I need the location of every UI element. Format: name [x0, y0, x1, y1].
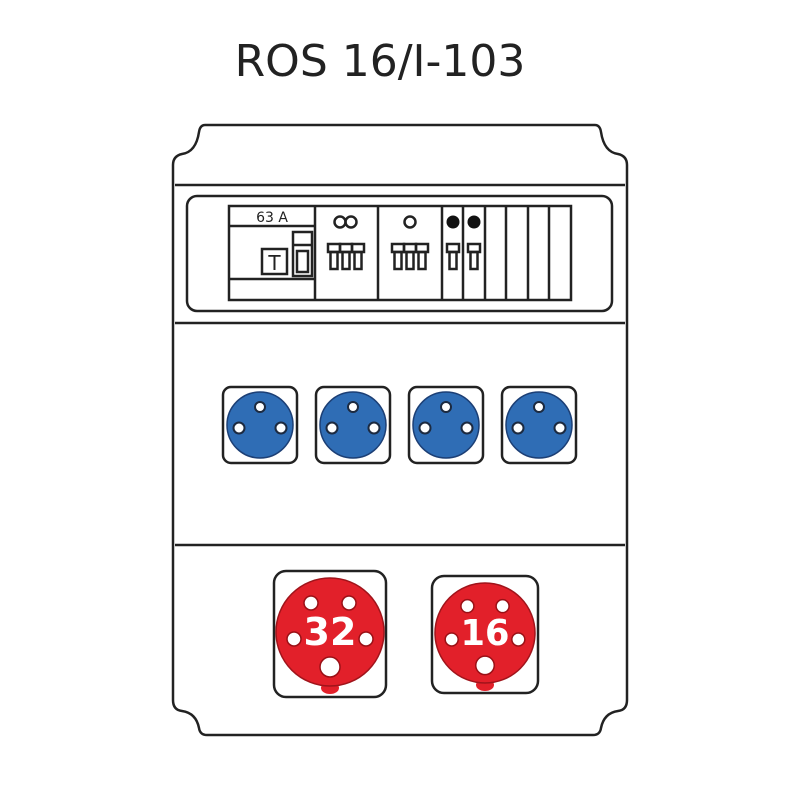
- test-button[interactable]: T: [267, 251, 281, 275]
- pin-hole-icon: [319, 656, 341, 678]
- schuko-socket[interactable]: [500, 385, 578, 465]
- earth-pin-icon: [533, 401, 545, 413]
- earth-pin-icon: [440, 401, 452, 413]
- socket-hole-icon: [274, 421, 288, 435]
- dot-symbol-icon: [467, 215, 481, 229]
- main-switch-toggle[interactable]: [295, 249, 310, 274]
- cee-rating-label: 32: [304, 610, 357, 654]
- pin-hole-icon: [444, 632, 459, 647]
- main-switch-rating: 63 A: [256, 210, 288, 226]
- main-switch-module[interactable]: 63 A T: [229, 210, 315, 281]
- cee-rating-label: 16: [461, 613, 510, 654]
- schuko-socket[interactable]: [314, 385, 392, 465]
- product-title: ROS 16/I-103: [234, 36, 526, 87]
- breaker-toggle[interactable]: [326, 242, 342, 271]
- pin-hole-icon: [341, 595, 357, 611]
- breaker-toggle[interactable]: [414, 242, 430, 271]
- enclosure-outline: [171, 123, 629, 737]
- infinity-symbol-icon: [333, 215, 358, 229]
- pin-hole-icon: [303, 595, 319, 611]
- ring-symbol-icon: [403, 215, 417, 229]
- socket-hole-icon: [325, 421, 339, 435]
- cee-socket-16[interactable]: 16: [430, 574, 540, 695]
- breaker-toggle[interactable]: [445, 242, 461, 271]
- breaker-window: [185, 194, 614, 313]
- dot-symbol-icon: [446, 215, 460, 229]
- pin-hole-icon: [358, 631, 374, 647]
- pin-hole-icon: [286, 631, 302, 647]
- breaker-toggle[interactable]: [466, 242, 482, 271]
- pin-hole-icon: [511, 632, 526, 647]
- schuko-socket[interactable]: [221, 385, 299, 465]
- pin-hole-icon: [495, 598, 510, 614]
- socket-hole-icon: [460, 421, 474, 435]
- socket-hole-icon: [367, 421, 381, 435]
- breaker-toggle[interactable]: [338, 242, 354, 271]
- socket-hole-icon: [553, 421, 567, 435]
- socket-hole-icon: [232, 421, 246, 435]
- din-rail-frame: [227, 204, 573, 302]
- pin-hole-icon: [474, 655, 496, 676]
- cee-socket-32[interactable]: 32: [272, 569, 388, 699]
- breaker-toggle[interactable]: [350, 242, 366, 271]
- schuko-socket[interactable]: [407, 385, 485, 465]
- socket-hole-icon: [418, 421, 432, 435]
- breaker-toggle[interactable]: [402, 242, 418, 271]
- earth-pin-icon: [347, 401, 359, 413]
- earth-pin-icon: [254, 401, 266, 413]
- socket-hole-icon: [511, 421, 525, 435]
- breaker-toggle[interactable]: [390, 242, 406, 271]
- pin-hole-icon: [460, 598, 475, 614]
